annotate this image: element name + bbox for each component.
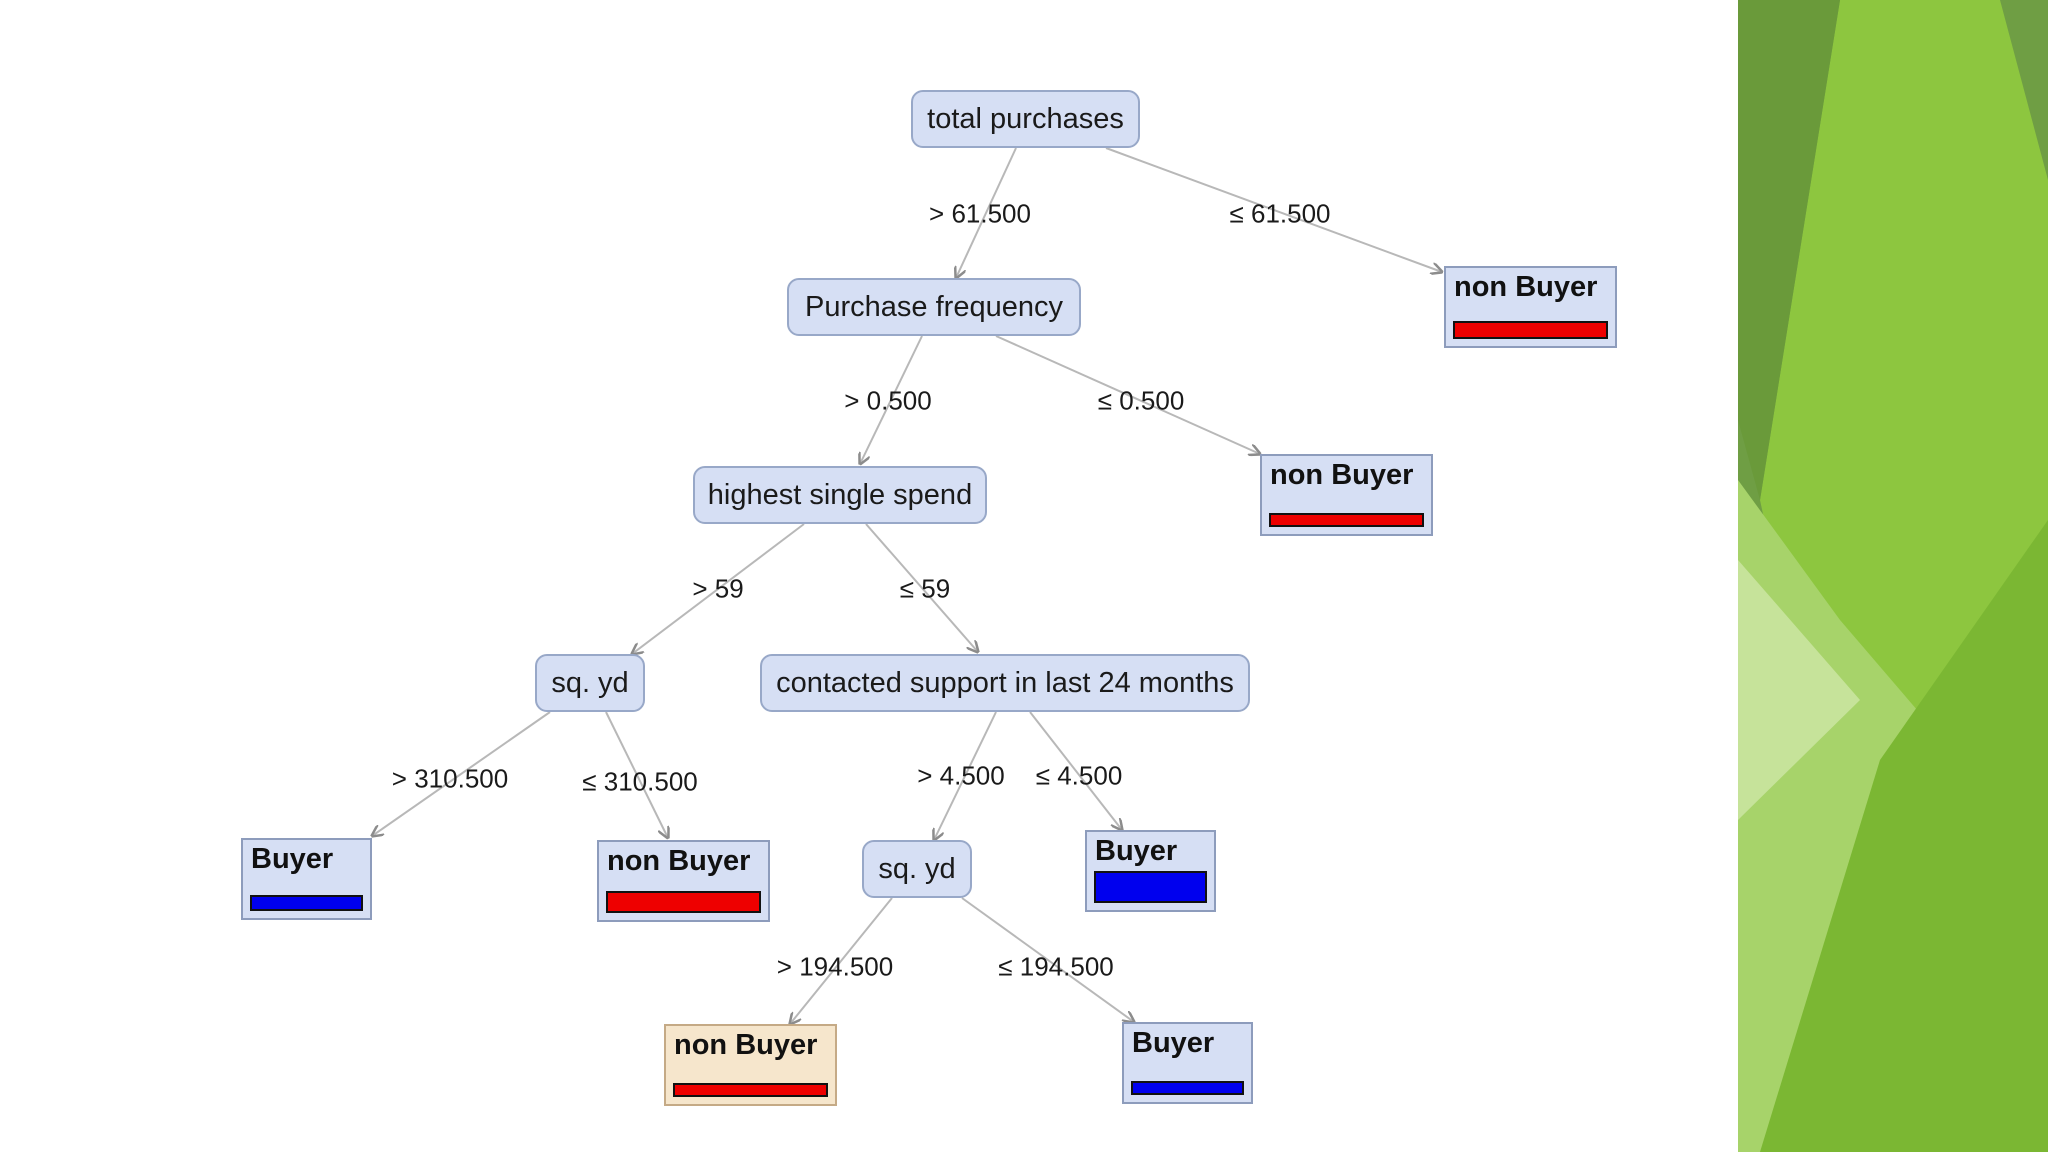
node-purchase-frequency[interactable]: Purchase frequency [787,278,1081,336]
edge-sqyd-1-to-leaf-3 [372,711,551,836]
leaf-non-buyer-1[interactable]: non Buyer [1444,266,1617,348]
leaf-label: Buyer [251,843,334,875]
bg-shard-4 [1738,560,1860,820]
edge-root-to-purchase-frequency [956,147,1017,278]
leaf-buyer-3[interactable]: Buyer [1122,1022,1253,1104]
edge-label-gt-0-500: > 0.500 [844,385,932,416]
leaf-buyer-1[interactable]: Buyer [241,838,372,920]
node-sq-yd-1[interactable]: sq. yd [535,654,645,712]
leaf-label: Buyer [1132,1027,1215,1059]
class-bar-non-buyer [673,1083,828,1097]
leaf-label: Buyer [1095,835,1178,867]
edge-label-le-0-500: ≤ 0.500 [1097,385,1185,416]
edge-sqyd-2-to-leaf-6 [790,897,893,1024]
leaf-non-buyer-4[interactable]: non Buyer [664,1024,837,1106]
edge-sqyd-1-to-leaf-4 [605,711,668,838]
edge-label-gt-194-500: > 194.500 [776,951,894,982]
leaf-label: non Buyer [607,845,751,877]
edge-highest-spend-to-contacted [865,523,978,652]
edge-label-gt-59: > 59 [692,573,744,604]
edge-label-le-59: ≤ 59 [899,573,951,604]
class-bar-non-buyer [1269,513,1424,527]
class-bar-buyer [250,895,363,911]
edge-purchase-frequency-to-highest-spend [860,335,923,464]
class-bar-buyer [1094,871,1207,903]
leaf-non-buyer-3[interactable]: non Buyer [597,840,770,922]
edge-label-le-61-500: ≤ 61.500 [1229,198,1331,229]
diagram-canvas [0,0,1738,1152]
leaf-label: non Buyer [674,1029,818,1061]
class-bar-buyer [1131,1081,1244,1095]
edge-label-gt-4-500: > 4.500 [917,760,1005,791]
edge-sqyd-2-to-leaf-7 [961,897,1134,1022]
edge-purchase-frequency-to-leaf-2 [995,335,1260,454]
edge-label-gt-61-500: > 61.500 [929,198,1031,229]
edge-highest-spend-to-sqyd-1 [632,523,805,654]
leaf-buyer-2[interactable]: Buyer [1085,830,1216,912]
bg-shard-5 [1600,0,1840,500]
leaf-non-buyer-2[interactable]: non Buyer [1260,454,1433,536]
edge-root-to-leaf-1 [1105,147,1442,272]
edge-label-le-310-500: ≤ 310.500 [582,766,698,797]
bg-shard-3 [1760,520,2048,1152]
node-total-purchases[interactable]: total purchases [911,90,1140,148]
edge-label-le-194-500: ≤ 194.500 [998,951,1114,982]
node-sq-yd-2[interactable]: sq. yd [862,840,972,898]
edge-label-le-4-500: ≤ 4.500 [1035,760,1123,791]
edge-label-gt-310-500: > 310.500 [391,763,509,794]
edge-contacted-to-leaf-5 [1029,711,1122,830]
node-highest-single-spend[interactable]: highest single spend [693,466,987,524]
class-bar-non-buyer [1453,321,1608,339]
node-contacted-support[interactable]: contacted support in last 24 months [760,654,1250,712]
leaf-label: non Buyer [1270,459,1414,491]
edge-contacted-to-sqyd-2 [934,711,997,840]
class-bar-non-buyer [606,891,761,913]
leaf-label: non Buyer [1454,271,1598,303]
